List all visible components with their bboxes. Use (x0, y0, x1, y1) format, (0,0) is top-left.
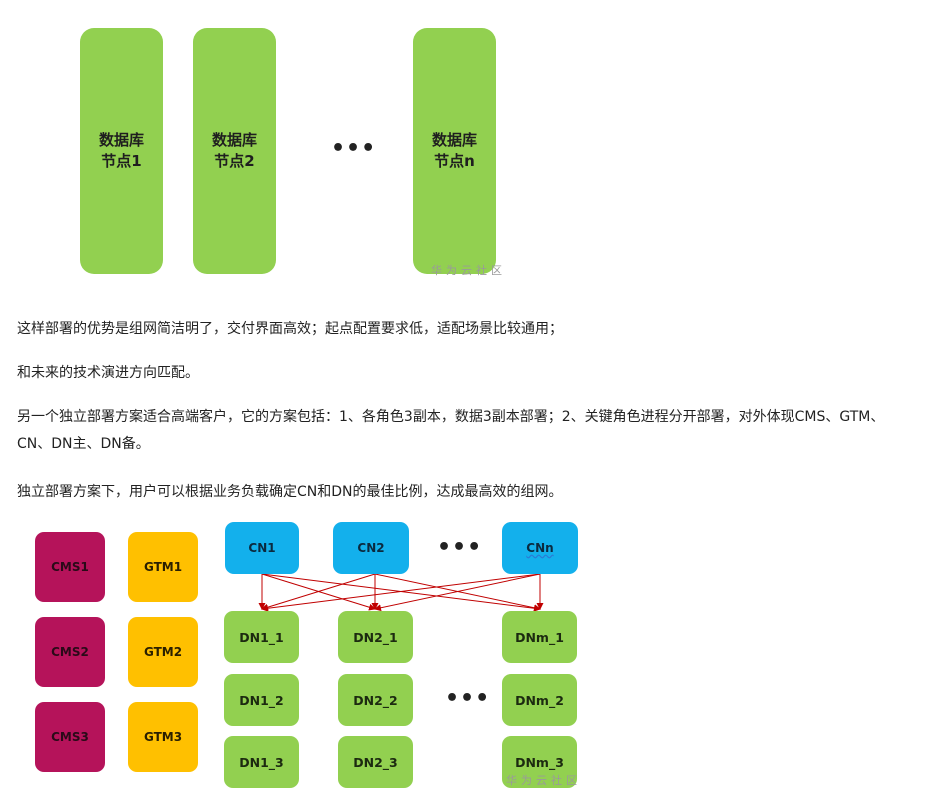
database-node-1-label: 数据库 节点1 (98, 131, 144, 170)
arrow-cnn-dn1 (261, 573, 541, 612)
cms-node-1: CMS1 (35, 532, 105, 602)
dn1-2-node: DN1_2 (224, 674, 299, 726)
dn1-1-node: DN1_1 (224, 611, 299, 663)
top-watermark: 华为云社区 (431, 264, 506, 277)
dnm-1-node: DNm_1 (502, 611, 577, 663)
database-node-2-label: 数据库 节点2 (211, 131, 257, 170)
cms-node-3-label: CMS3 (51, 730, 89, 744)
dn-ellipsis: ••• (445, 686, 491, 711)
gtm-node-3-label: GTM3 (143, 730, 183, 744)
dn2-3-label: DN2_3 (353, 754, 398, 770)
dn2-1-label: DN2_1 (353, 629, 398, 645)
dnm-1-label: DNm_1 (515, 629, 564, 645)
dn2-3-node: DN2_3 (338, 736, 413, 788)
cn-node-n: CNn (502, 522, 578, 574)
gtm-node-1-label: GTM1 (143, 560, 183, 574)
gtm-node-2-label: GTM2 (143, 645, 183, 659)
dnm-3-node: DNm_3 (502, 736, 577, 788)
dn1-3-node: DN1_3 (224, 736, 299, 788)
dn1-2-label: DN1_2 (239, 692, 284, 708)
bottom-watermark: 华为云社区 (506, 774, 581, 787)
arrow-cn1-dnm (261, 573, 541, 612)
dn1-1-label: DN1_1 (239, 629, 284, 645)
gtm-node-1: GTM1 (128, 532, 198, 602)
paragraph-3: 另一个独立部署方案适合高端客户，它的方案包括：1、各角色3副本，数据3副本部署；… (17, 409, 885, 452)
cn-node-n-label: CNn (526, 541, 554, 555)
arrow-cn2-dn1 (261, 573, 376, 611)
cms-node-2: CMS2 (35, 617, 105, 687)
database-node-2: 数据库 节点2 (193, 28, 276, 274)
cn-node-1-label: CN1 (248, 541, 276, 555)
gtm-node-3: GTM3 (128, 702, 198, 772)
cms-node-2-label: CMS2 (51, 645, 89, 659)
cn-node-2-label: CN2 (357, 541, 385, 555)
dnm-3-label: DNm_3 (515, 754, 564, 770)
arrow-cn1-dn2 (261, 573, 376, 611)
cms-node-3: CMS3 (35, 702, 105, 772)
cn-node-1: CN1 (225, 522, 299, 574)
cn-node-2: CN2 (333, 522, 409, 574)
paragraph-2: 和未来的技术演进方向匹配。 (17, 365, 199, 381)
database-node-n: 数据库 节点n (413, 28, 496, 274)
dn2-2-node: DN2_2 (338, 674, 413, 726)
arrow-cn2-dnm (374, 573, 541, 612)
dn1-3-label: DN1_3 (239, 754, 284, 770)
dn2-2-label: DN2_2 (353, 692, 398, 708)
cn-ellipsis: ••• (437, 535, 483, 560)
top-ellipsis: ••• (331, 136, 377, 161)
database-node-n-label: 数据库 节点n (431, 131, 477, 170)
paragraph-4: 独立部署方案下，用户可以根据业务负载确定CN和DN的最佳比例，达成最高效的组网。 (17, 484, 563, 500)
dn2-1-node: DN2_1 (338, 611, 413, 663)
arrow-cnn-dn2 (374, 573, 541, 612)
cms-node-1-label: CMS1 (51, 560, 89, 574)
database-node-1: 数据库 节点1 (80, 28, 163, 274)
dnm-2-label: DNm_2 (515, 692, 564, 708)
gtm-node-2: GTM2 (128, 617, 198, 687)
dnm-2-node: DNm_2 (502, 674, 577, 726)
paragraph-1: 这样部署的优势是组网简洁明了，交付界面高效；起点配置要求低，适配场景比较通用； (17, 321, 563, 337)
